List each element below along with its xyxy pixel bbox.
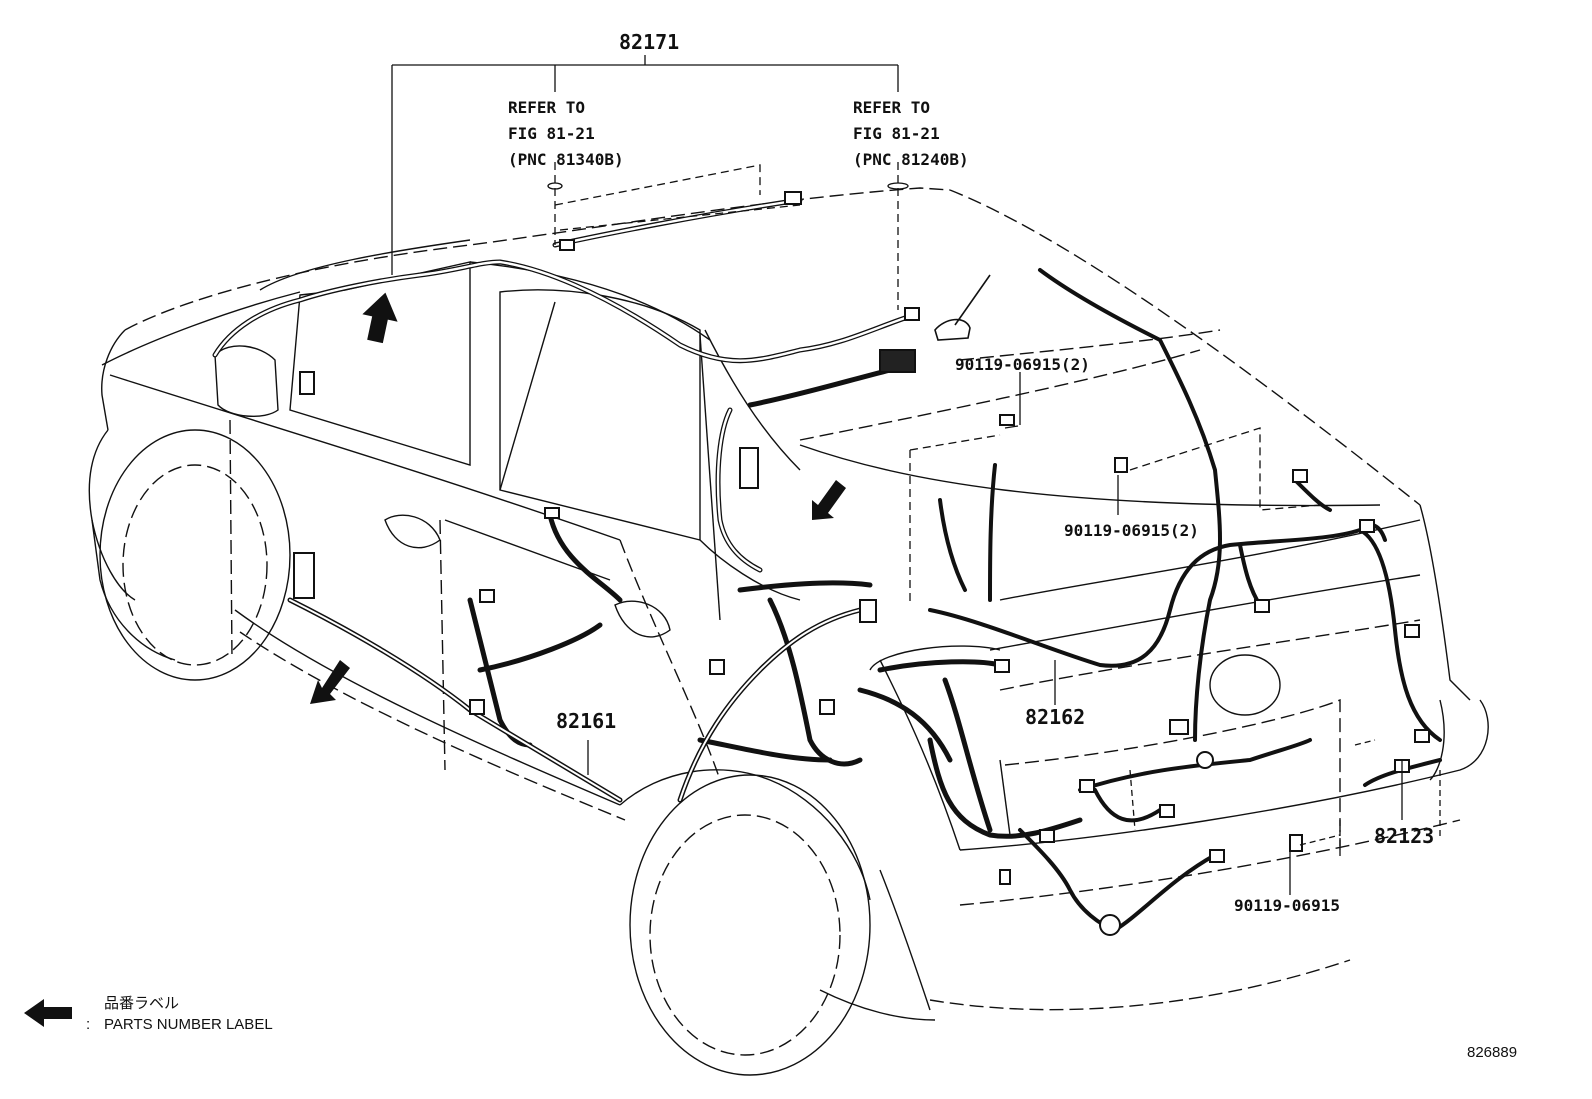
callout-82161: 82161 [556,709,617,733]
refer-right-line1: REFER TO [853,98,931,117]
car-body [88,187,1489,1076]
callout-82123: 82123 [1374,824,1435,848]
left-arrow-icon [24,999,72,1027]
refer-right-line3: (PNC 81240B) [853,150,969,169]
refer-right-line2: FIG 81-21 [853,124,940,143]
leader-lines [391,55,1441,895]
refer-left-line1: REFER TO [508,98,586,117]
refer-left-line2: FIG 81-21 [508,124,595,143]
arrow-pillar-icon [812,480,846,520]
figure-id: 826889 [1467,1044,1518,1061]
callout-82162: 82162 [1025,705,1086,729]
arrow-roof-icon [362,292,398,344]
callout-bolt-lower: 90119-06915 [1234,896,1340,915]
legend-colon: : [86,1016,91,1033]
legend-english: PARTS NUMBER LABEL [104,1016,273,1033]
refer-note-left: REFER TO FIG 81-21 (PNC 81340B) [508,97,624,170]
parts-label-arrows [310,292,846,704]
antenna [934,274,991,341]
legend-japanese: 品番ラベル [104,995,180,1012]
arrow-sill-icon [310,660,350,704]
connectors [293,191,1430,936]
callout-82171: 82171 [619,30,680,54]
floor-harness-inner [289,599,861,801]
refer-note-right: REFER TO FIG 81-21 (PNC 81240B) [853,97,969,170]
refer-left-line3: (PNC 81340B) [508,150,624,169]
callout-bolt-rear: 90119-06915(2) [1064,521,1199,540]
callout-bolt-roof: 90119-06915(2) [955,355,1090,374]
